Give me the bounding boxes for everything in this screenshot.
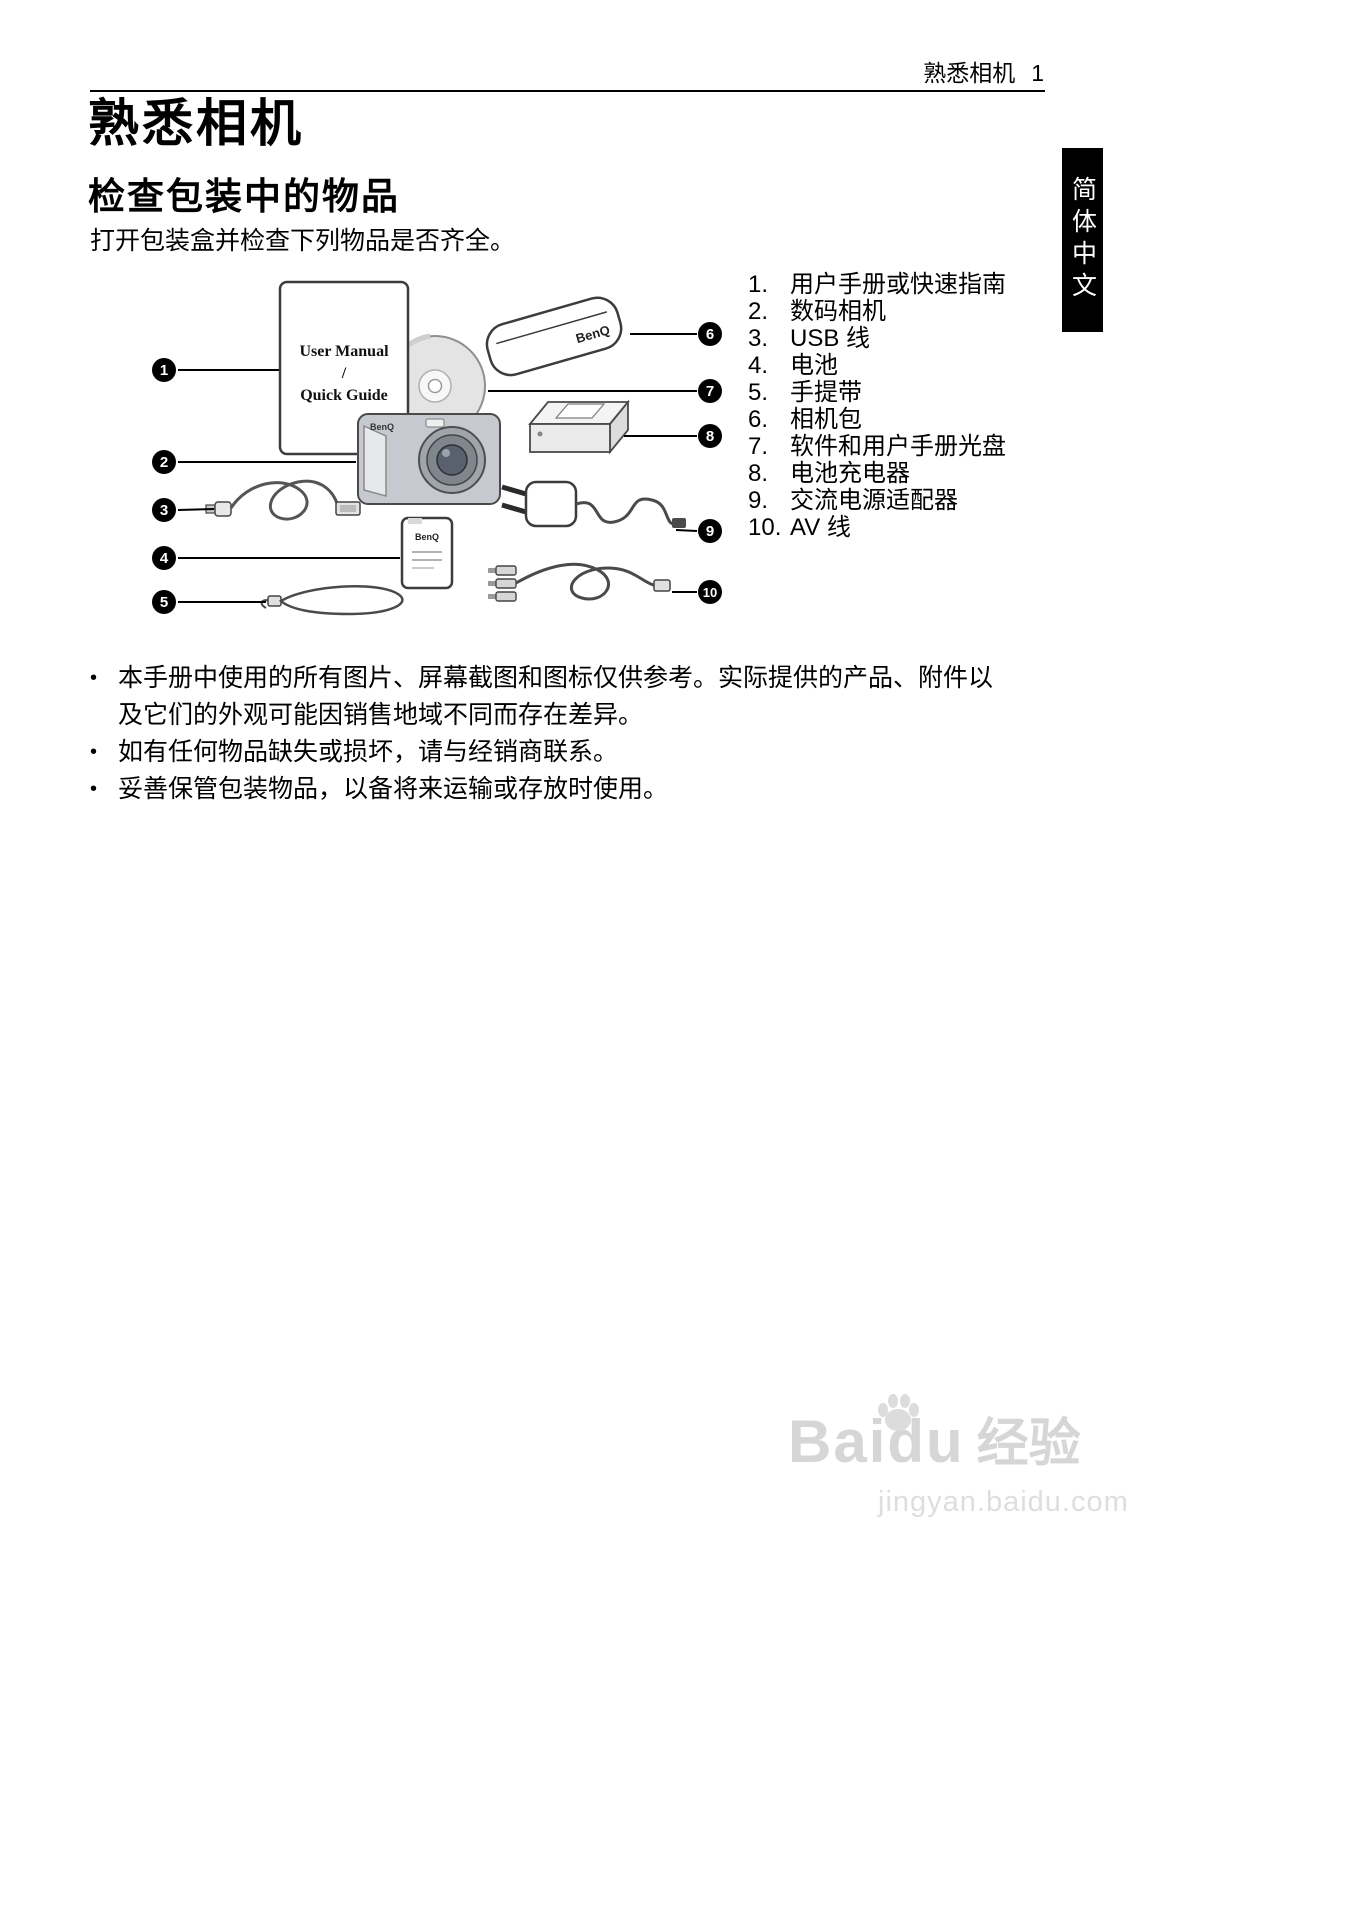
note-text: 如有任何物品缺失或损坏，请与经销商联系。: [118, 738, 619, 766]
section-heading: 检查包装中的物品: [88, 176, 400, 217]
hand-strap-illustration: [260, 584, 404, 616]
camera-case-illustration: BenQ: [485, 296, 623, 377]
running-head-title: 熟悉相机: [923, 60, 1016, 86]
callout-8: 8: [698, 424, 722, 448]
svg-text:7: 7: [706, 383, 714, 400]
package-item: 6. 相机包: [748, 406, 1006, 433]
svg-text:3: 3: [160, 502, 168, 519]
note-item: • 本手册中使用的所有图片、屏幕截图和图标仅供参考。实际提供的产品、附件以及它们…: [90, 660, 1006, 734]
package-list: 1. 用户手册或快速指南 2. 数码相机 3. USB 线 4. 电池 5. 手…: [748, 271, 1006, 541]
package-item: 5. 手提带: [748, 379, 1006, 406]
baidu-paw-icon: [878, 1394, 919, 1431]
package-item: 3. USB 线: [748, 325, 1006, 352]
av-cable-illustration: [488, 562, 671, 602]
page-title: 熟悉相机: [88, 95, 305, 152]
callout-6: 6: [698, 322, 722, 346]
watermark-brand-cn: 经验: [976, 1415, 1081, 1474]
item-number: 6.: [748, 406, 769, 433]
watermark-url: jingyan.baidu.com: [878, 1486, 1129, 1518]
user-manual-illustration: User Manual / Quick Guide: [278, 280, 410, 456]
package-item: 9. 交流电源适配器: [748, 487, 1006, 514]
book-title-line2: /: [341, 365, 347, 382]
callout-9: 9: [698, 519, 722, 543]
item-label: AV 线: [790, 514, 851, 541]
item-label: 手提带: [790, 379, 862, 406]
item-number: 1.: [748, 271, 769, 298]
svg-text:8: 8: [706, 428, 714, 445]
note-text: 妥善保管包装物品，以备将来运输或存放时使用。: [118, 775, 669, 803]
svg-text:5: 5: [160, 594, 168, 611]
header-rule: [90, 90, 1045, 92]
running-head: 熟悉相机 1: [923, 54, 1044, 88]
note-bullet: •: [90, 778, 98, 800]
callout-10: 10: [698, 580, 722, 604]
item-number: 8.: [748, 460, 769, 487]
cd-illustration: [384, 333, 486, 437]
item-label: 交流电源适配器: [790, 487, 958, 514]
usb-cable-illustration: [205, 479, 361, 521]
intro-text: 打开包装盒并检查下列物品是否齐全。: [90, 227, 516, 255]
svg-text:1: 1: [160, 362, 168, 379]
battery-illustration: BenQ: [400, 516, 454, 590]
callout-2: 2: [152, 450, 176, 474]
svg-text:2: 2: [160, 454, 168, 471]
callout-3: 3: [152, 498, 176, 522]
item-label: 电池: [790, 352, 838, 379]
watermark: Baidu 经验 jingyan.baidu.com: [788, 1394, 1129, 1519]
package-item: 4. 电池: [748, 352, 1006, 379]
package-item: 2. 数码相机: [748, 298, 1006, 325]
callout-leader-lines: [177, 333, 698, 603]
item-label: 用户手册或快速指南: [790, 271, 1006, 298]
item-number: 7.: [748, 433, 769, 460]
item-label: 相机包: [790, 406, 862, 433]
callout-4: 4: [152, 546, 176, 570]
watermark-brand-row: Baidu 经验: [788, 1412, 1129, 1472]
language-tab: 简体中文: [1062, 148, 1103, 332]
note-bullet: •: [90, 741, 98, 763]
package-item: 10. AV 线: [748, 514, 1006, 541]
notes-list: • 本手册中使用的所有图片、屏幕截图和图标仅供参考。实际提供的产品、附件以及它们…: [90, 660, 1006, 808]
item-label: 电池充电器: [790, 460, 910, 487]
item-number: 9.: [748, 487, 769, 514]
camera-brand-label: BenQ: [370, 422, 394, 432]
note-item: • 如有任何物品缺失或损坏，请与经销商联系。: [90, 734, 1006, 771]
callout-5: 5: [152, 590, 176, 614]
callout-1: 1: [152, 358, 176, 382]
item-label: 软件和用户手册光盘: [790, 433, 1006, 460]
callout-7: 7: [698, 379, 722, 403]
item-label: 数码相机: [790, 298, 886, 325]
package-item: 8. 电池充电器: [748, 460, 1006, 487]
item-number: 10.: [748, 514, 782, 541]
battery-charger-illustration: [528, 399, 630, 455]
battery-brand-label: BenQ: [415, 532, 439, 542]
item-number: 3.: [748, 325, 769, 352]
package-item: 7. 软件和用户手册光盘: [748, 433, 1006, 460]
ac-adapter-illustration: [501, 480, 686, 528]
item-label: USB 线: [790, 325, 871, 352]
watermark-brand: Baidu: [788, 1408, 965, 1475]
svg-text:9: 9: [706, 523, 714, 540]
svg-text:4: 4: [160, 550, 169, 567]
camera-illustration: BenQ: [357, 413, 501, 505]
item-number: 4.: [748, 352, 769, 379]
svg-text:6: 6: [706, 326, 714, 343]
item-number: 2.: [748, 298, 769, 325]
package-item: 1. 用户手册或快速指南: [748, 271, 1006, 298]
item-number: 5.: [748, 379, 769, 406]
note-bullet: •: [90, 667, 98, 689]
package-contents-diagram: User Manual / Quick Guide BenQ BenQ: [152, 280, 722, 616]
svg-text:10: 10: [703, 585, 717, 600]
book-title-line3: Quick Guide: [300, 387, 388, 404]
book-title-line1: User Manual: [299, 343, 389, 360]
running-head-page-number: 1: [1031, 60, 1044, 86]
note-item: • 妥善保管包装物品，以备将来运输或存放时使用。: [90, 771, 1006, 808]
note-text: 本手册中使用的所有图片、屏幕截图和图标仅供参考。实际提供的产品、附件以及它们的外…: [118, 664, 994, 729]
